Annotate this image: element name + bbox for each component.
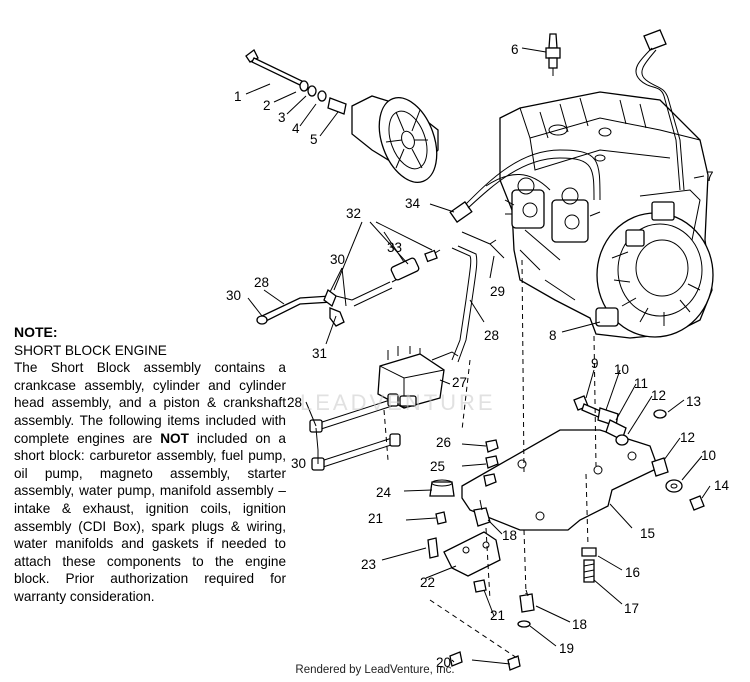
callout-14: 14 bbox=[714, 478, 730, 493]
callout-25: 25 bbox=[430, 459, 445, 474]
washer-2 bbox=[299, 80, 309, 92]
note-body-pre: The Short Block assembly contains a cran… bbox=[14, 360, 286, 446]
callout-2: 2 bbox=[263, 98, 271, 113]
fuel-lines bbox=[256, 231, 505, 363]
callout-33: 33 bbox=[387, 240, 402, 255]
note-heading: NOTE: bbox=[14, 324, 58, 340]
callout-3: 3 bbox=[278, 110, 286, 125]
callout-20: 20 bbox=[436, 655, 451, 670]
callout-30: 30 bbox=[226, 288, 241, 303]
footer-credit: Rendered by LeadVenture, Inc. bbox=[295, 664, 455, 676]
callout-11: 11 bbox=[634, 376, 648, 391]
callout-19: 19 bbox=[559, 641, 574, 656]
callout-8: 8 bbox=[549, 328, 557, 343]
callout-18: 18 bbox=[502, 528, 517, 543]
centerline-8 bbox=[461, 359, 471, 431]
callout-16: 16 bbox=[625, 565, 640, 580]
mount-bracket bbox=[443, 531, 501, 577]
callout-34: 34 bbox=[405, 196, 421, 211]
callout-12b: 12 bbox=[680, 430, 695, 445]
clutch-bolt bbox=[245, 49, 305, 87]
callout-21: 21 bbox=[368, 511, 383, 526]
leader-lines bbox=[245, 47, 711, 665]
callout-15: 15 bbox=[640, 526, 655, 541]
callout-10b: 10 bbox=[701, 448, 716, 463]
callout-24: 24 bbox=[376, 485, 392, 500]
callout-numbers: 1 2 3 4 5 6 7 8 9 10 11 12 13 12 10 14 1… bbox=[226, 42, 730, 670]
side-hardware bbox=[573, 395, 705, 511]
callout-9: 9 bbox=[591, 356, 599, 371]
centerline-6 bbox=[429, 599, 521, 661]
callout-28b: 28 bbox=[484, 328, 499, 343]
callout-28c: 28 bbox=[287, 395, 302, 410]
callout-30b: 30 bbox=[330, 252, 345, 267]
note-body-post: included on a short block: carburetor as… bbox=[14, 430, 286, 604]
centerline-1 bbox=[521, 259, 525, 473]
washer-3 bbox=[307, 85, 317, 97]
callout-4: 4 bbox=[292, 121, 300, 136]
engine-mount-plate bbox=[461, 429, 659, 531]
centerline-2 bbox=[593, 335, 597, 467]
centerline-7 bbox=[383, 409, 389, 461]
note-block: NOTE: SHORT BLOCK ENGINE The Short Block… bbox=[14, 324, 286, 606]
callout-27: 27 bbox=[452, 375, 467, 390]
callout-13: 13 bbox=[686, 394, 701, 409]
engine-block bbox=[499, 91, 714, 339]
callout-29: 29 bbox=[490, 284, 505, 299]
drive-clutch bbox=[351, 95, 439, 183]
callout-21b: 21 bbox=[490, 608, 505, 623]
carburetors bbox=[504, 177, 601, 243]
callout-5: 5 bbox=[310, 132, 318, 147]
callout-1: 1 bbox=[234, 89, 242, 104]
spark-plug bbox=[545, 33, 561, 76]
callout-28: 28 bbox=[254, 275, 269, 290]
callout-6: 6 bbox=[511, 42, 519, 57]
centerline-4 bbox=[485, 527, 491, 601]
note-subheading: SHORT BLOCK ENGINE bbox=[14, 342, 167, 358]
callout-22: 22 bbox=[420, 575, 435, 590]
callout-32: 32 bbox=[346, 206, 361, 221]
centerline-5 bbox=[523, 529, 527, 595]
spacer-5 bbox=[327, 97, 347, 115]
note-body: The Short Block assembly contains a cran… bbox=[14, 359, 286, 605]
spark-plug-wire bbox=[635, 29, 685, 191]
callout-12: 12 bbox=[651, 388, 666, 403]
watermark: LEADVENTURE bbox=[300, 390, 496, 415]
callout-30c: 30 bbox=[291, 456, 306, 471]
impulse-lines bbox=[309, 393, 401, 471]
washer-4 bbox=[317, 90, 327, 102]
callout-10: 10 bbox=[614, 362, 629, 377]
callout-7: 7 bbox=[706, 169, 714, 184]
callout-31: 31 bbox=[312, 346, 327, 361]
hardware bbox=[427, 439, 597, 671]
wiring-harness bbox=[449, 149, 601, 223]
centerline-3 bbox=[585, 473, 589, 547]
callout-17: 17 bbox=[624, 601, 639, 616]
callout-23: 23 bbox=[361, 557, 376, 572]
callout-26: 26 bbox=[436, 435, 451, 450]
callout-18b: 18 bbox=[572, 617, 587, 632]
note-body-bold: NOT bbox=[160, 430, 189, 446]
